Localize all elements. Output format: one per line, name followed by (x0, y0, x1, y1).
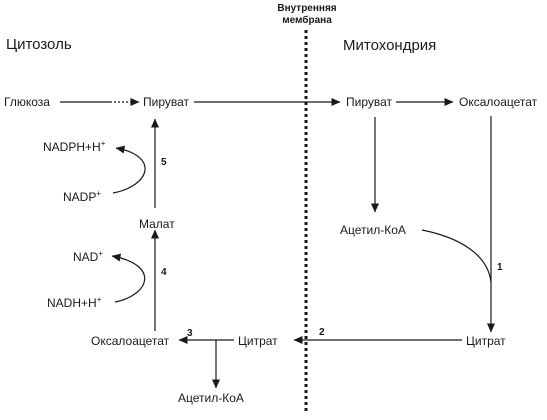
acetyl-coa-mitochondria-label: Ацетил-КоА (340, 223, 406, 237)
nadph-label: NADPH+H+ (43, 139, 106, 155)
arrow-nadp-to-nadph (112, 145, 146, 194)
step-4-label: 4 (161, 267, 167, 278)
nad-text: NAD (73, 250, 99, 264)
arrow-acetyl-coa-joins-step-1 (421, 229, 492, 283)
nadh-label: NADH+H+ (47, 295, 102, 311)
arrow-nadh-to-nad (111, 253, 146, 303)
pyruvate-mitochondria-label: Пируват (346, 95, 393, 109)
oxaloacetate-cytosol-label: Оксалоацетат (91, 334, 170, 348)
nadp-charge: + (96, 189, 102, 198)
nadph-text: NADPH+H (43, 140, 101, 154)
acetyl-coa-cytosol-label: Ацетил-КоА (178, 391, 244, 405)
nadh-charge: + (96, 295, 102, 304)
nad-charge: + (98, 249, 104, 258)
step-1-label: 1 (497, 262, 503, 273)
citrate-mitochondria-label: Цитрат (466, 334, 506, 348)
nadph-charge: + (100, 139, 106, 148)
step-5-label: 5 (161, 157, 167, 168)
step-3-label: 3 (187, 328, 193, 339)
glucose-label: Глюкоза (4, 95, 50, 109)
pyruvate-cytosol-label: Пируват (143, 95, 190, 109)
nad-label: NAD+ (73, 249, 104, 265)
citrate-cytosol-label: Цитрат (238, 334, 278, 348)
step-2-label: 2 (319, 327, 325, 338)
oxaloacetate-mitochondria-label: Оксалоацетат (459, 95, 538, 109)
membrane-label: Внутренняя мембрана (277, 3, 337, 26)
nadp-text: NADP (63, 190, 97, 204)
cytosol-heading: Цитозоль (6, 36, 72, 53)
nadp-label: NADP+ (63, 189, 102, 205)
nadh-text: NADH+H (47, 296, 97, 310)
mitochondria-heading: Митохондрия (343, 37, 437, 54)
malate-label: Малат (139, 217, 175, 231)
